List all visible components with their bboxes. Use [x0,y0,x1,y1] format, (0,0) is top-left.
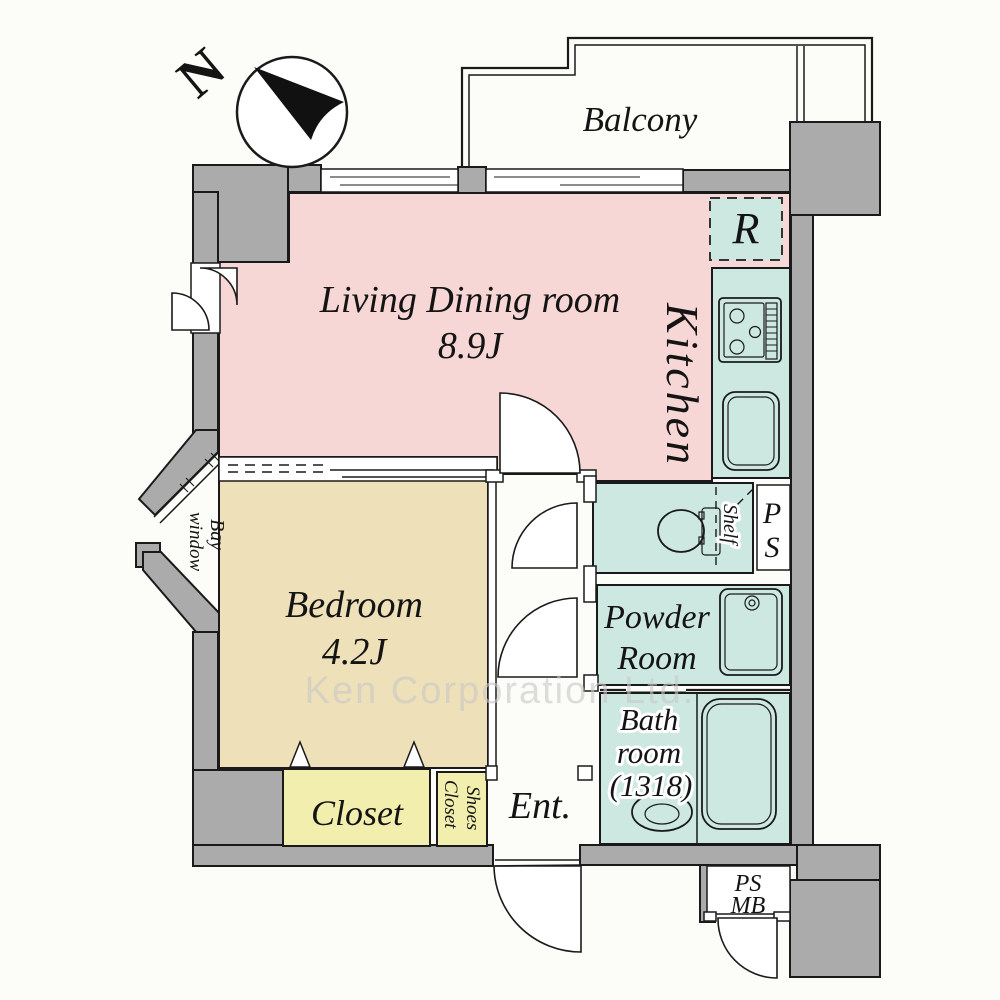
pipe-space-box [756,484,791,571]
shelf-outline [715,487,754,568]
wall-stub [583,475,597,503]
closet-door-marker [288,739,312,768]
wall-segment [789,121,881,216]
entrance-label: Ent. [508,785,571,827]
room-bedroom [218,456,489,769]
window-band [320,168,459,193]
balcony: Balcony [460,36,874,166]
pipe-space-label-1: P [762,497,781,530]
entrance-threshold [495,859,581,867]
balcony-label: Balcony [583,100,698,139]
living-label: Living Dining room [319,279,621,321]
wall-stub [485,765,498,781]
compass-north-icon: N [166,36,349,169]
powder-door-icon [497,597,578,678]
ps-mb-box [706,865,791,915]
wall-segment [682,169,792,193]
wall-bay-upper [137,429,219,517]
refrigerator-label: R [732,204,760,253]
ps-mb-label-2: MB [730,893,766,919]
balcony-divider [796,46,805,122]
powder-label-1: Powder [603,599,711,636]
living-door-icon [499,392,581,474]
toilet-shelf: Shelf [715,487,754,568]
bay-window-ticks [179,452,220,493]
washbasin-icon [719,588,783,676]
room-labels: Living Dining room 8.9J Kitchen R P S Po… [285,204,781,919]
bedroom-label: Bedroom [285,584,423,626]
wall-stub [485,469,504,483]
stove-icon [718,297,782,363]
balcony-railing-outer [460,36,874,166]
entrance-door-icon [493,864,582,953]
north-label: N [166,36,237,109]
wall-stub [583,674,599,692]
bath-label-2: room [617,735,681,770]
doors [493,392,778,979]
watermark: Ken Corporation Ltd. [305,670,696,712]
pipe-space-label-2: S [765,531,780,564]
wall-stub [773,911,791,922]
room-toilet [592,482,754,574]
bathtub-icon [696,693,777,844]
bedroom-area: 4.2J [322,631,389,673]
partition-living-bedroom [218,456,498,482]
bay-window-label-1: Bay [206,519,228,550]
wall-stub [703,911,717,922]
toilet-door-icon [511,502,578,569]
bay-window: Bay window [153,451,228,571]
wall-segment [790,214,814,866]
toilet-icon [657,507,721,556]
kitchen-sink-icon [722,391,780,471]
wall-segment [789,879,881,978]
outer-walls [135,121,881,978]
wall-corridor-left [487,477,497,773]
wall-stub [583,565,597,603]
balcony-railing-inner [468,44,866,166]
kitchen-label: Kitchen [657,302,708,467]
window-band [485,168,684,193]
ps-mb-label-1: PS [734,871,762,897]
room-bath [599,692,791,845]
partition-sliding-doors [330,469,494,478]
casement-window [171,262,238,334]
partition-dashes [228,464,330,473]
casement-fan-icon [199,267,238,306]
casement-fan-icon [171,292,210,331]
refrigerator-box [709,197,783,261]
shoes-closet-box [436,771,488,847]
bay-window-label-2: window [185,512,206,571]
closet-door-marker [402,739,426,768]
bath-label-1: Bath [620,702,679,737]
wall-bay-lower [142,551,223,641]
wall-pillar [457,166,487,195]
living-windows [320,168,684,193]
powder-label-2: Room [616,640,696,677]
living-area: 8.9J [438,325,505,367]
bath-drain-icon [631,792,693,832]
window-sash [330,176,458,186]
shelf-label: Shelf [719,504,741,546]
bath-label-3: (1318) [610,768,693,803]
window-sash [494,176,683,186]
wall-stub [577,765,593,781]
shoes-closet-label-1: Shoes [462,786,483,830]
ps-mb-door-icon [717,917,778,979]
wall-segment [192,631,219,773]
wall-segment [192,844,494,867]
closet-box [282,768,431,847]
room-powder [596,584,791,686]
interior-walls [485,469,791,922]
shoes-closet-label-2: Closet [440,780,461,829]
closet-label: Closet [311,793,404,833]
